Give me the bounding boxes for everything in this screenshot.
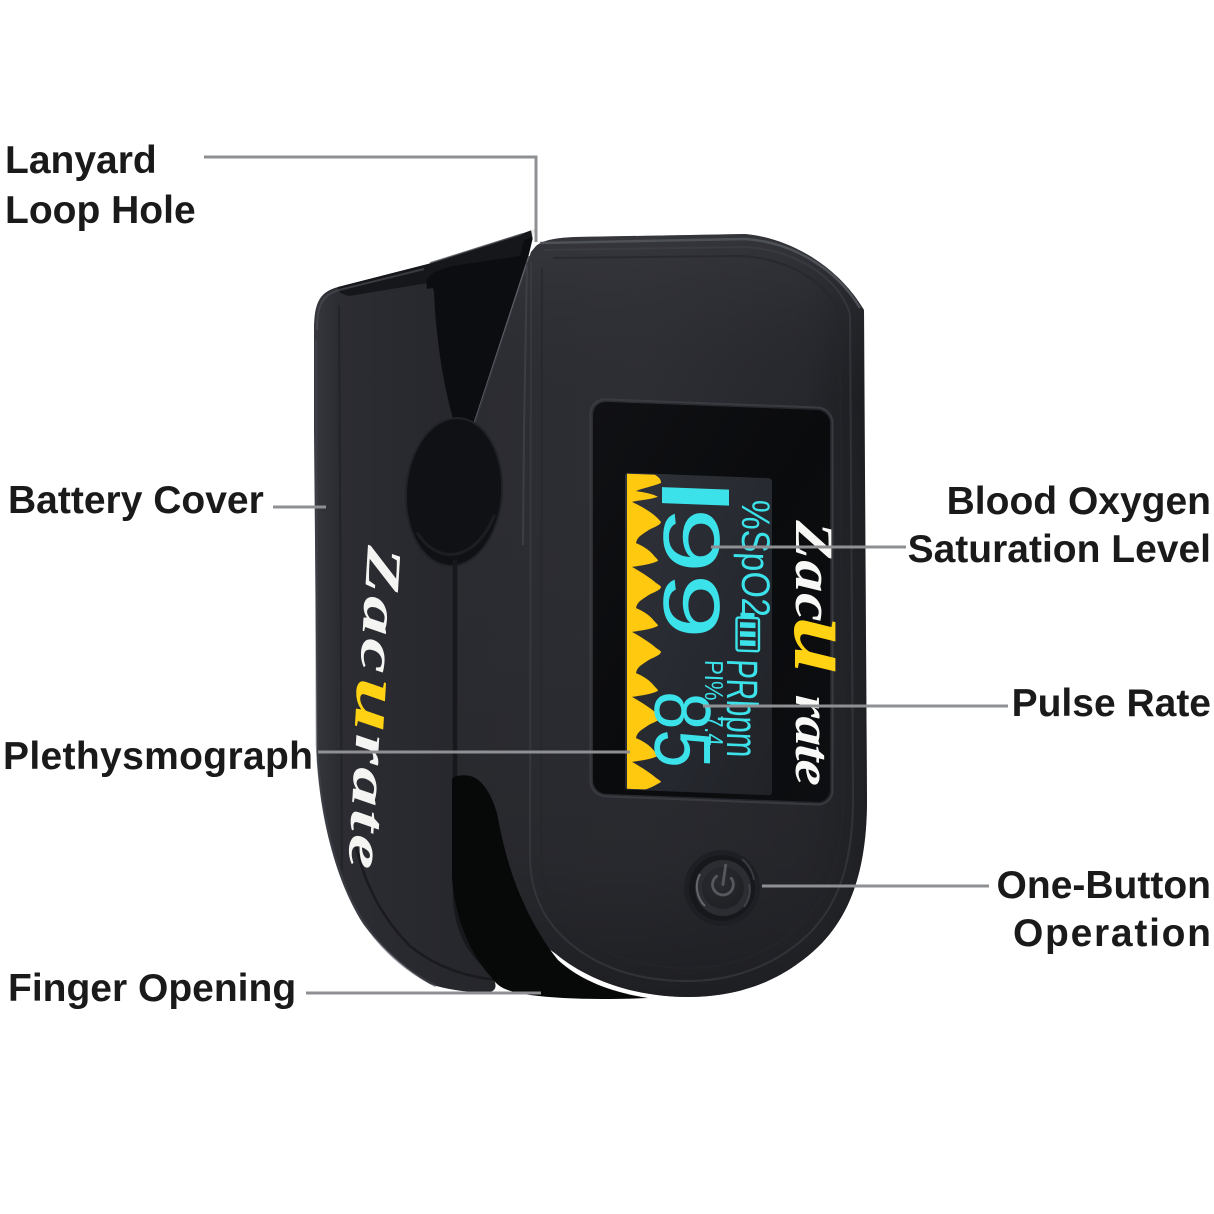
svg-text:Zac: Zac — [784, 519, 844, 624]
svg-text:Finger Opening: Finger Opening — [8, 967, 296, 1010]
svg-text:PRbpm: PRbpm — [718, 658, 767, 758]
svg-text:rate: rate — [785, 694, 841, 786]
svg-text:85: 85 — [638, 690, 727, 770]
svg-text:Saturation Level: Saturation Level — [908, 528, 1211, 571]
svg-text:Pulse Rate: Pulse Rate — [1012, 682, 1211, 725]
svg-text:Operation: Operation — [1013, 912, 1211, 955]
svg-text:Loop Hole: Loop Hole — [5, 189, 196, 232]
svg-text:Blood Oxygen: Blood Oxygen — [947, 480, 1211, 523]
svg-text:7.4: 7.4 — [699, 714, 728, 746]
svg-text:One-Button: One-Button — [997, 864, 1211, 907]
svg-text:Battery Cover: Battery Cover — [8, 479, 264, 522]
svg-text:Plethysmograph: Plethysmograph — [3, 735, 313, 778]
svg-text:u: u — [776, 615, 873, 676]
svg-text:PI%: PI% — [699, 659, 728, 701]
svg-text:u: u — [341, 676, 413, 734]
svg-text:rate: rate — [337, 733, 400, 874]
svg-text:%SpO2: %SpO2 — [733, 499, 778, 618]
svg-text:99: 99 — [647, 505, 736, 640]
svg-text:Lanyard: Lanyard — [5, 139, 157, 182]
svg-text:Zac: Zac — [349, 543, 412, 678]
